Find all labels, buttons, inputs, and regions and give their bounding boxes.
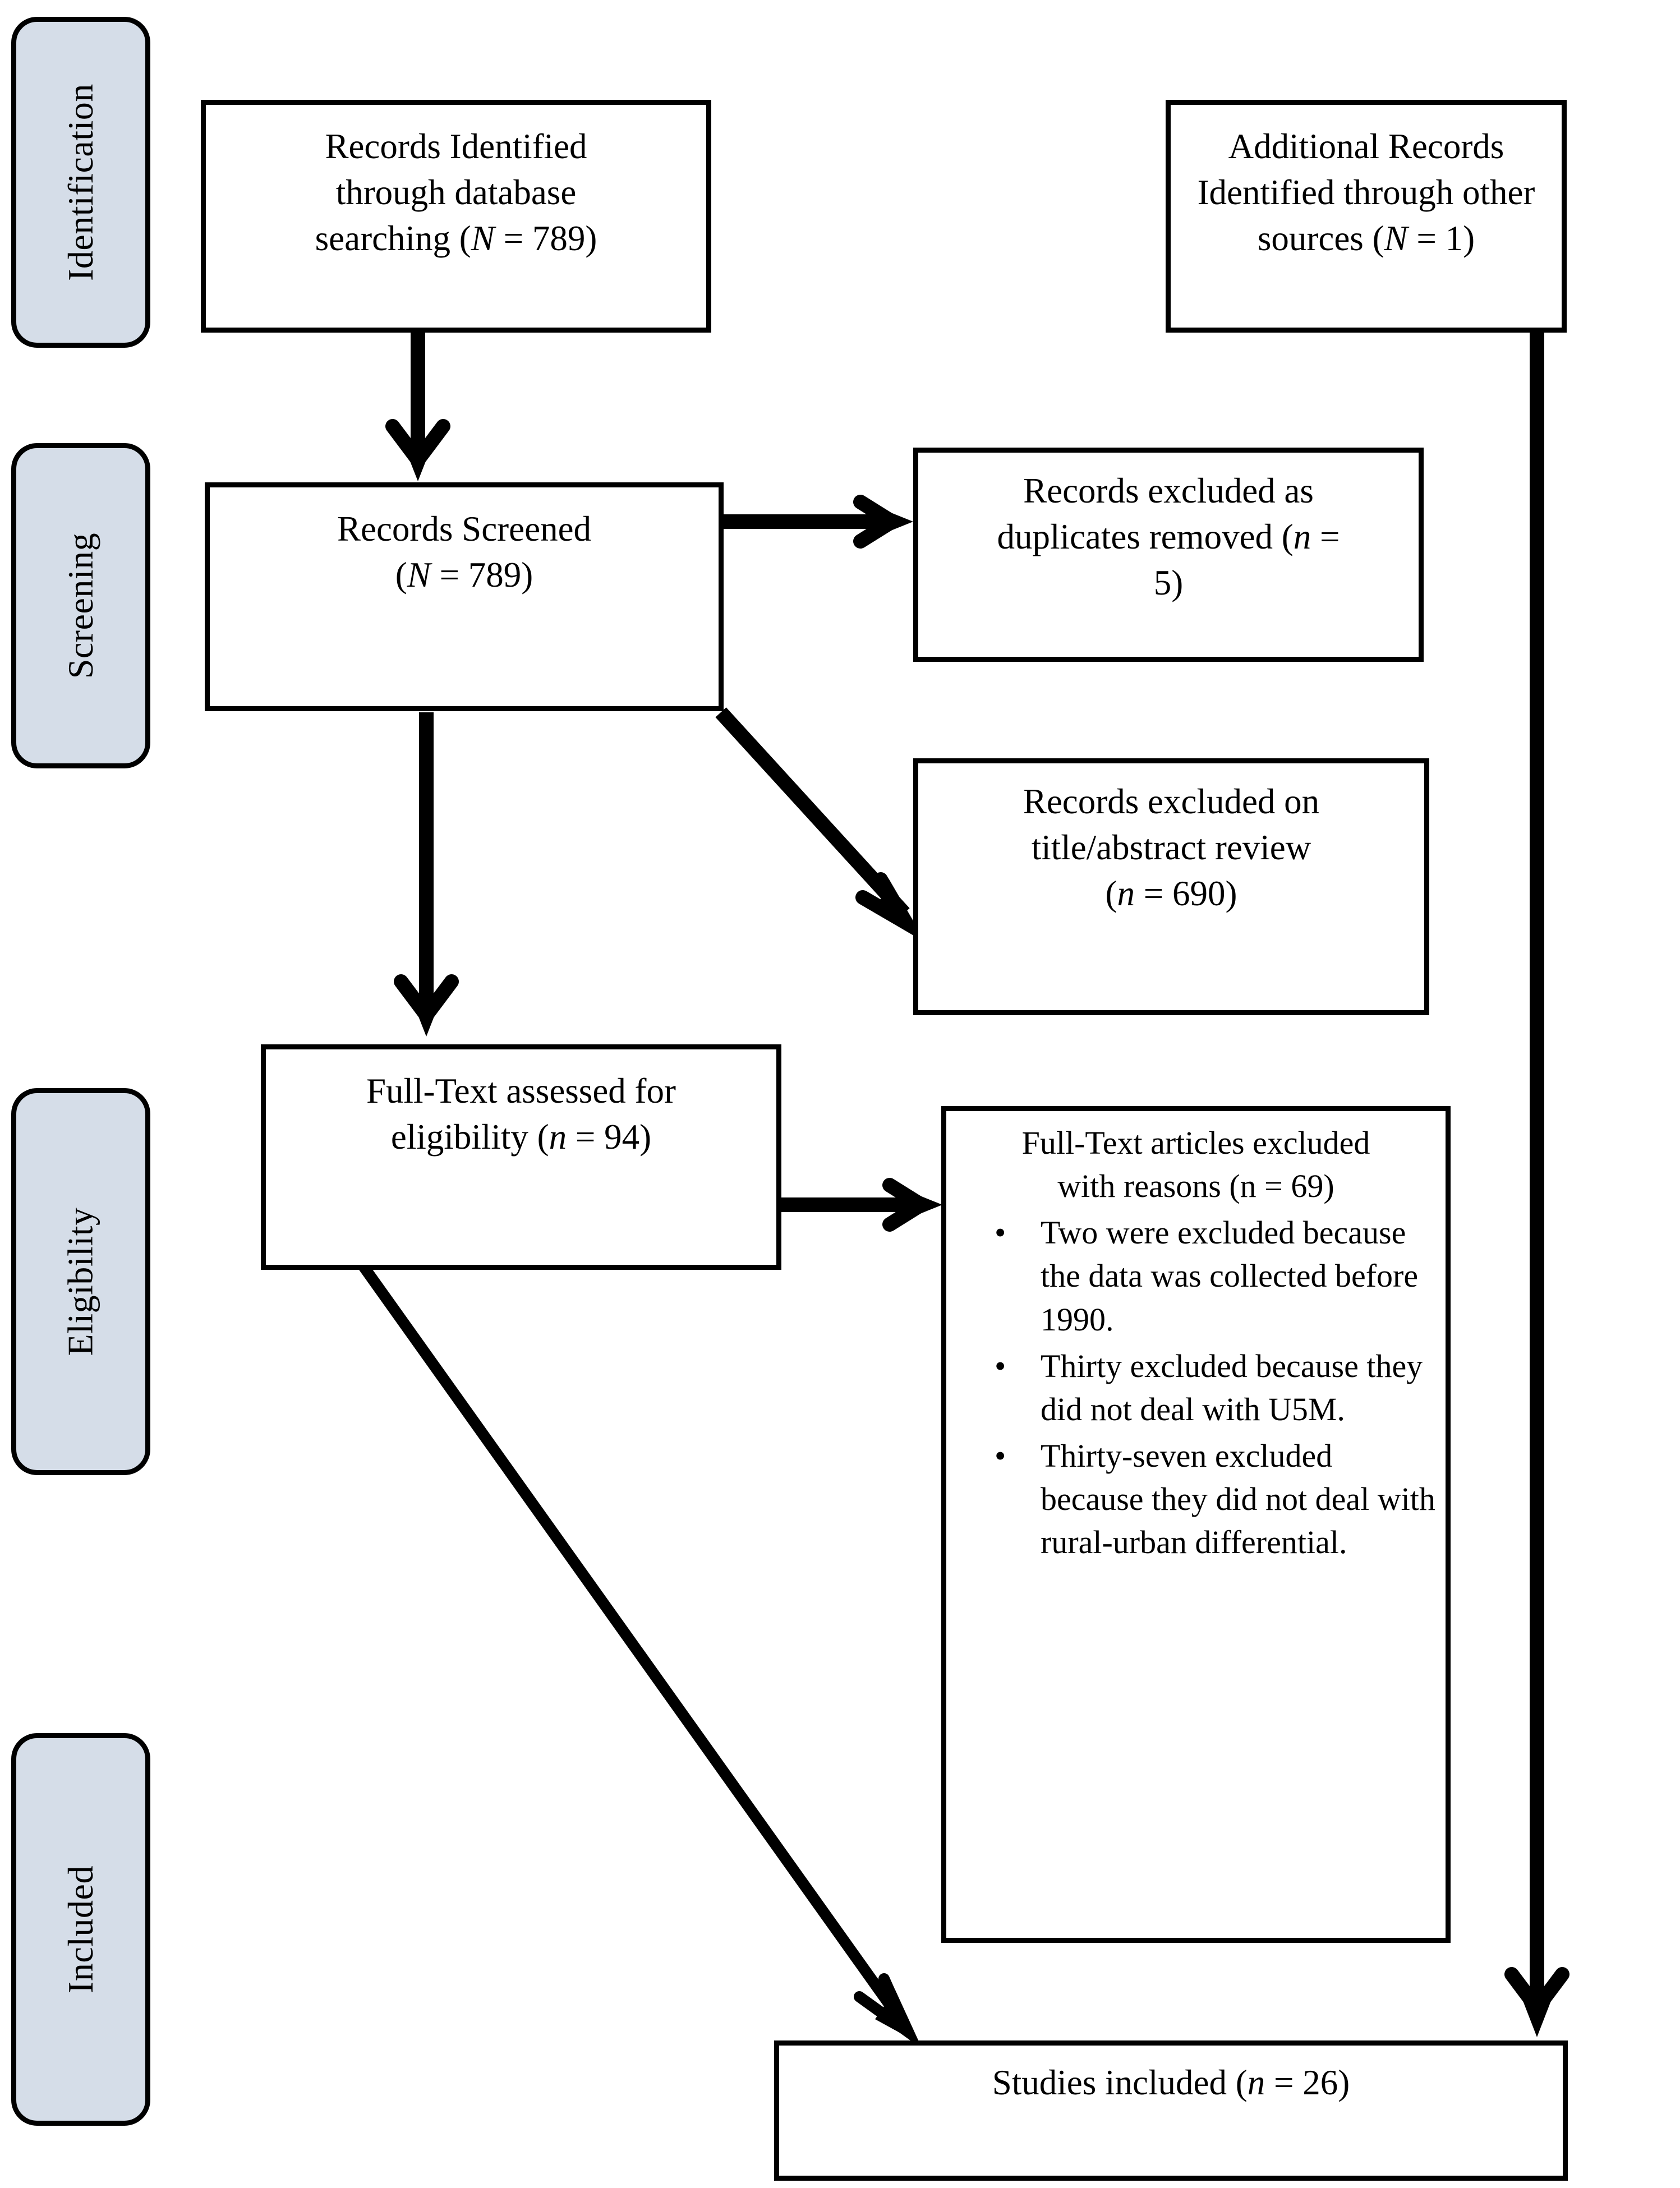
box-records-screened-text: Records Screened(N = 789)	[337, 509, 592, 595]
stage-label-eligibility: Eligibility	[11, 1088, 150, 1475]
connector-fulltext-to-included	[358, 1263, 922, 2048]
stage-label-identification: Identification	[11, 17, 150, 348]
bullet-icon: •	[995, 1437, 1006, 1474]
bullet-icon: •	[995, 1214, 1006, 1251]
box-records-screened: Records Screened(N = 789)	[205, 482, 724, 711]
connector-identified-to-screened	[385, 332, 450, 481]
fulltext-excluded-reason-list: •Two were excluded because the data was …	[946, 1211, 1446, 1567]
list-item: •Thirty-seven excluded because they did …	[995, 1434, 1440, 1564]
box-studies-included-text: Studies included (n = 26)	[992, 2063, 1350, 2102]
connector-fulltext-to-excluded	[781, 1178, 942, 1232]
connector-additional-to-included	[1504, 332, 1569, 2037]
connector-screened-to-duplicates	[722, 495, 913, 549]
stage-label-screening-text: Screening	[61, 532, 100, 679]
list-item: •Two were excluded because the data was …	[995, 1211, 1440, 1341]
connector-screened-to-fulltext	[394, 712, 459, 1037]
box-studies-included: Studies included (n = 26)	[774, 2040, 1568, 2181]
bullet-icon: •	[995, 1347, 1006, 1384]
stage-label-screening: Screening	[11, 443, 150, 768]
stage-label-eligibility-text: Eligibility	[61, 1207, 100, 1356]
connector-screened-to-title-abstract	[715, 707, 922, 941]
stage-label-identification-text: Identification	[61, 84, 100, 281]
list-item: •Thirty excluded because they did not de…	[995, 1344, 1440, 1431]
stage-label-included: Included	[11, 1733, 150, 2126]
stage-label-included-text: Included	[61, 1865, 100, 1993]
